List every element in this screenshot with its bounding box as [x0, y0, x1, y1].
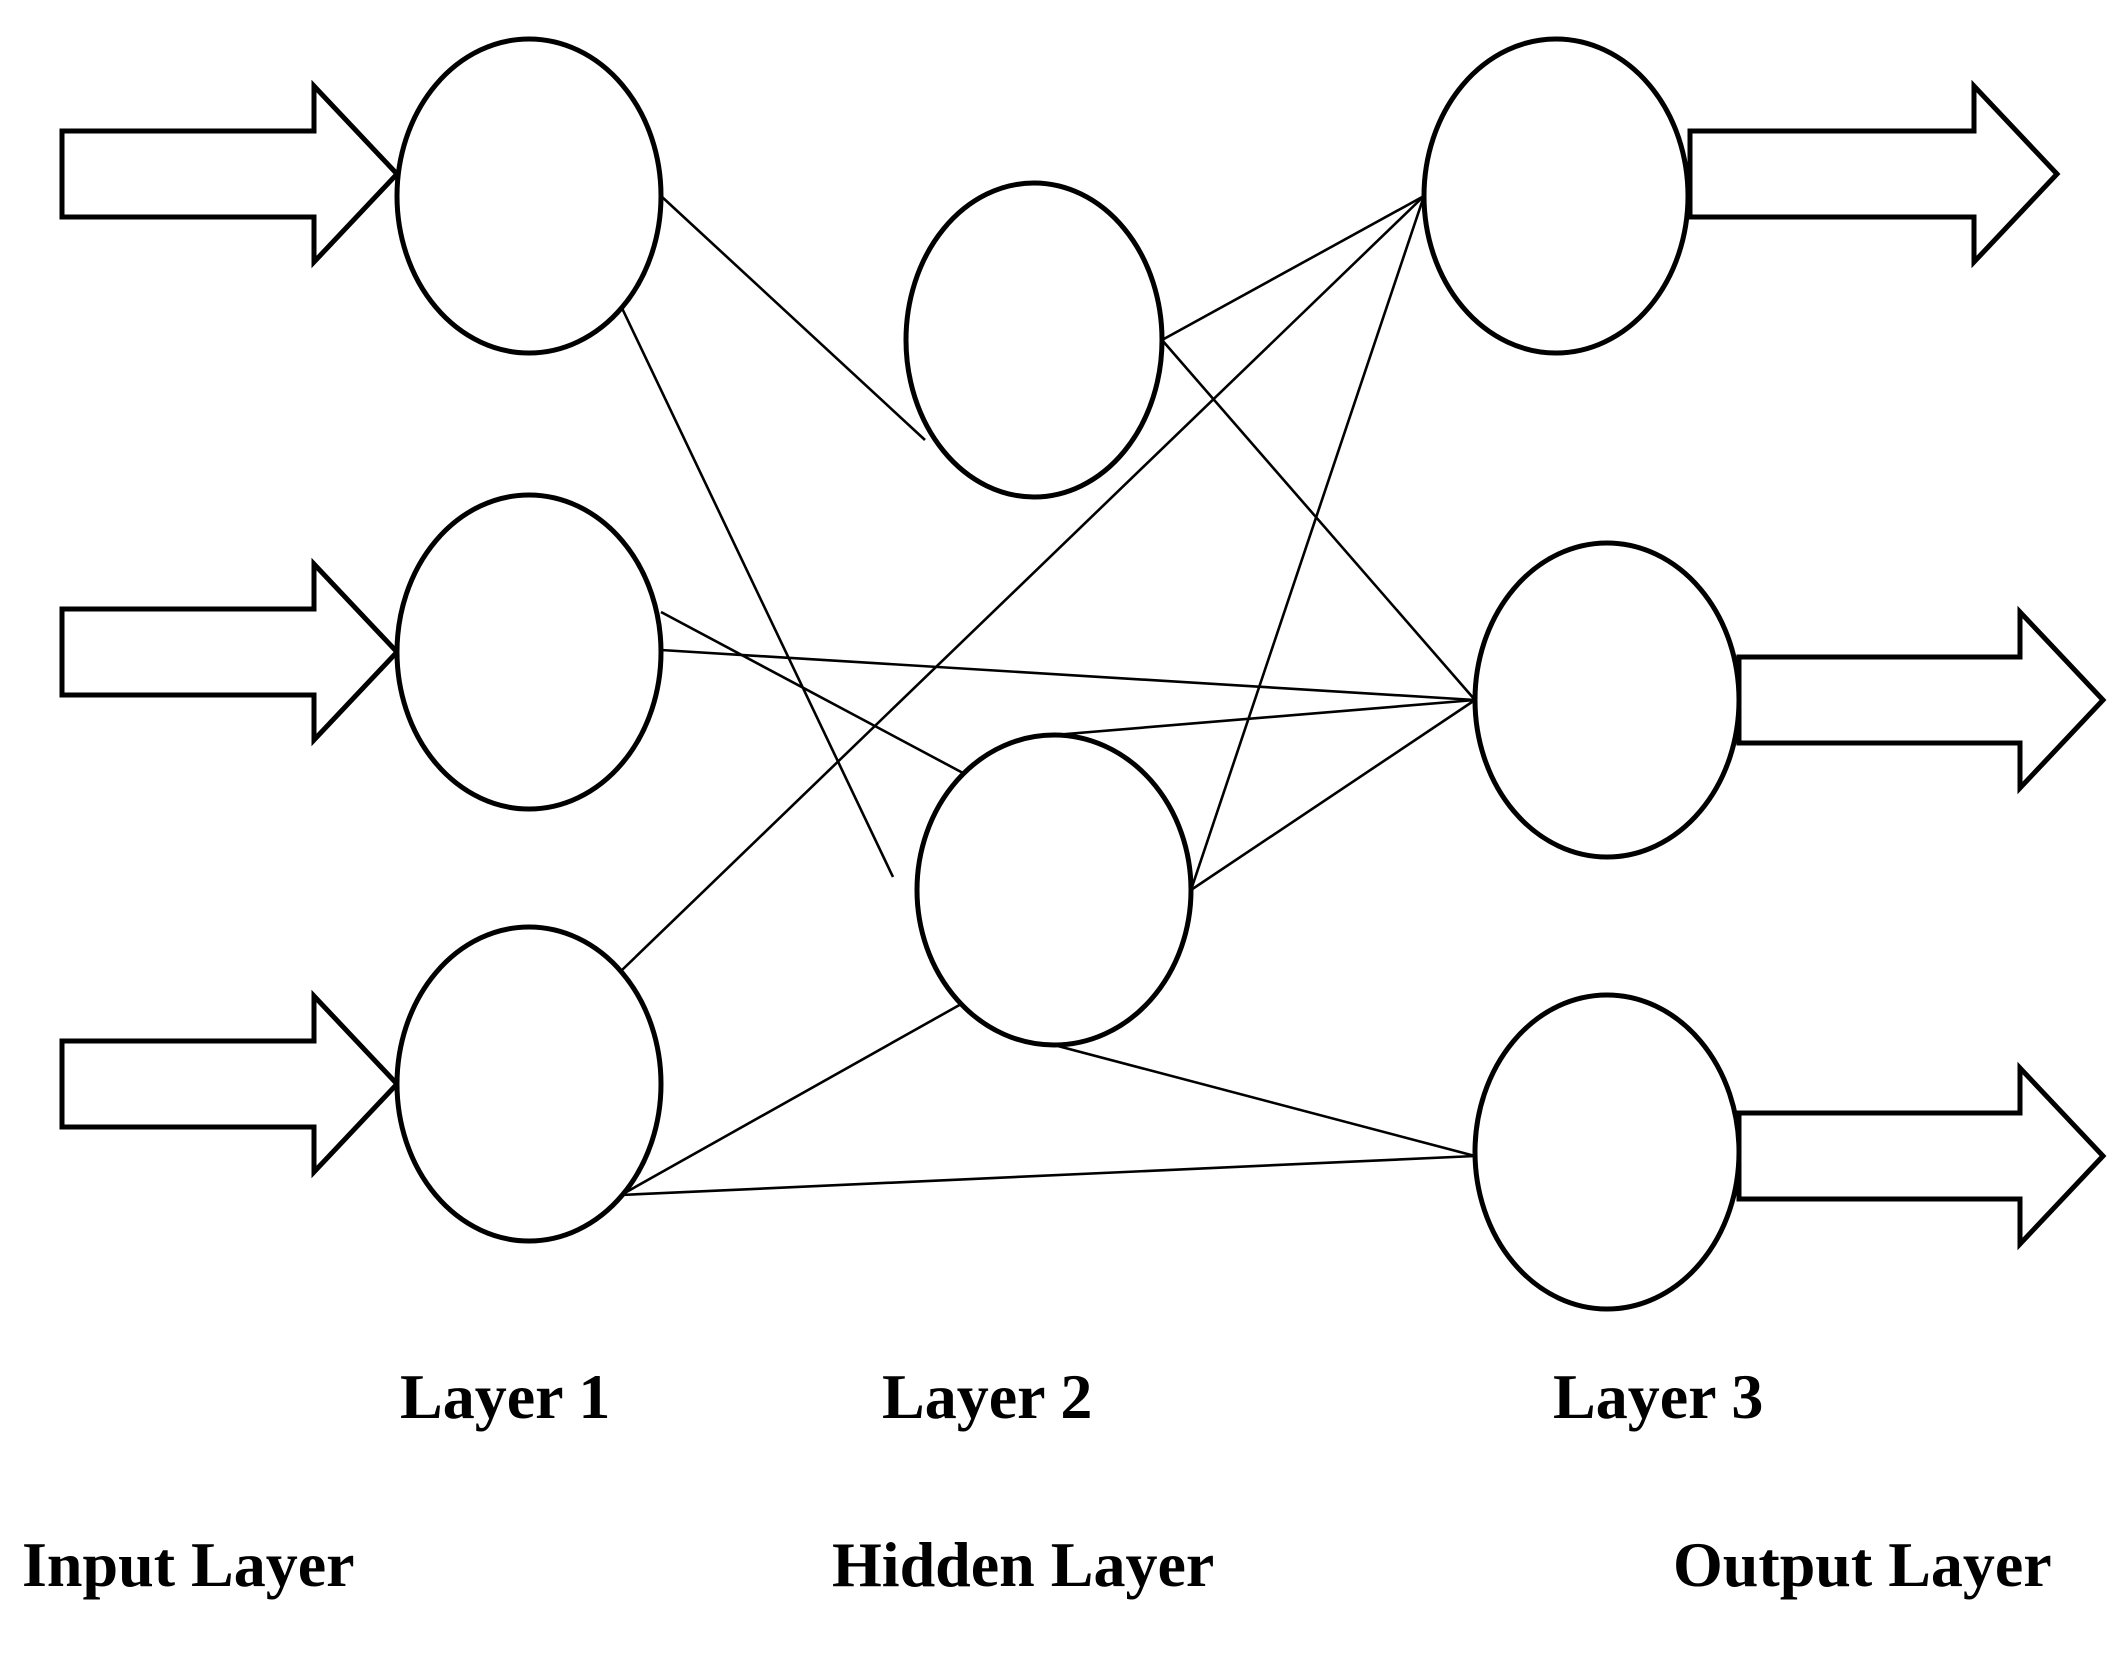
layer-2-label: Layer 2: [882, 1361, 1092, 1432]
layer-3-neuron-3: [1472, 992, 1742, 1312]
edge-l1n3-l3n1: [620, 195, 1425, 972]
edge-l2n1-l3n1: [1161, 194, 1425, 342]
edge-l1n3-l2n2: [620, 1001, 964, 1197]
input-arrow-1: [59, 79, 401, 269]
layer-2-neuron-2: [914, 732, 1194, 1048]
edge-l2n2-l3n1: [1189, 195, 1426, 891]
edge-l1n2-l3n2: [660, 648, 1476, 702]
input-arrow-3: [59, 989, 401, 1179]
output-layer-label: Output Layer: [1673, 1529, 2052, 1600]
edge-l1n1-l2n2: [619, 305, 895, 878]
neurons: [394, 36, 1742, 1312]
layer-1-neuron-1: [394, 36, 664, 356]
edge-l1n1-l2n1: [660, 195, 926, 441]
layer-3-label: Layer 3: [1553, 1361, 1763, 1432]
edge-l2n2-l3n2: [1190, 698, 1476, 892]
edge-l2n2-l3n3: [1053, 1043, 1476, 1158]
edge-l1n3-l3n3: [620, 1154, 1476, 1197]
layer-3-neuron-2: [1472, 540, 1742, 860]
output-arrow-1: [1687, 79, 2061, 269]
edge-l1n2-l2n2: [660, 610, 964, 775]
layer-1-neuron-2: [394, 492, 664, 812]
output-arrow-3: [1736, 1061, 2107, 1251]
hidden-layer-label: Hidden Layer: [832, 1529, 1214, 1600]
layer-2-neuron-1: [903, 180, 1165, 500]
layer-1-neuron-3: [394, 924, 664, 1244]
connections: [619, 194, 1476, 1197]
io-arrows: [59, 79, 2107, 1251]
edge-l2n1-l3n2: [1161, 339, 1476, 701]
layer-3-neuron-1: [1421, 36, 1691, 356]
input-arrow-2: [59, 557, 401, 747]
output-arrow-2: [1736, 605, 2107, 795]
input-layer-label: Input Layer: [22, 1529, 355, 1600]
layer-1-label: Layer 1: [400, 1361, 610, 1432]
edge-l2n2-l3n2: [1053, 698, 1476, 737]
